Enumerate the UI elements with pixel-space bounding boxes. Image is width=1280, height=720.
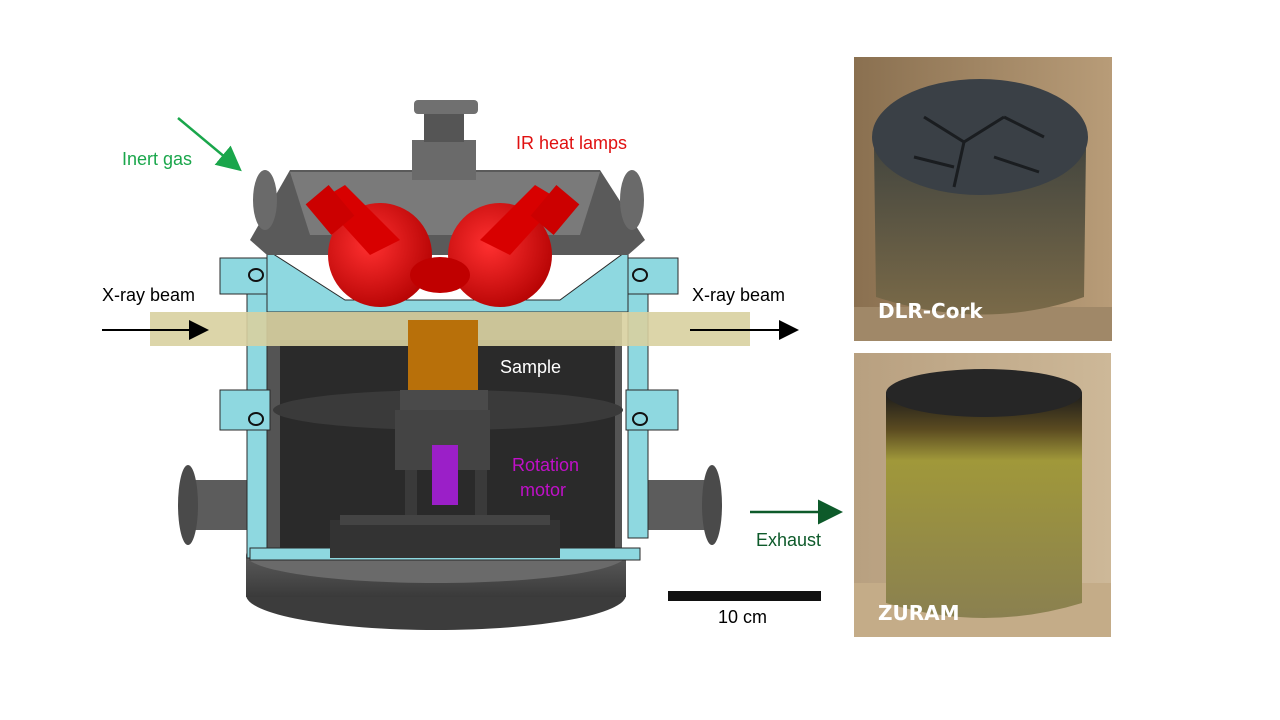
inert-gas-arrow: [177, 117, 242, 172]
rotation-motor: [330, 410, 560, 558]
sample-label: Sample: [500, 357, 562, 377]
ir-lamps: [305, 185, 580, 307]
zuram-label: ZURAM: [878, 601, 960, 625]
rotation-motor-label-line1: Rotation: [512, 455, 580, 475]
dlr-cork-photo: DLR-Cork: [854, 57, 1112, 341]
sample: [408, 320, 478, 392]
chamber-dome: [250, 100, 645, 255]
xray-beam-in-label: X-ray beam: [102, 285, 196, 305]
rotation-motor-label-line2: motor: [520, 480, 567, 500]
xray-beam-out-label: X-ray beam: [692, 285, 786, 305]
inert-gas-label: Inert gas: [122, 149, 193, 169]
ir-heat-lamps-label: IR heat lamps: [516, 133, 628, 153]
scale-bar-label: 10 cm: [718, 607, 768, 627]
exhaust-label: Exhaust: [756, 530, 822, 550]
zuram-image: [854, 353, 1111, 637]
left-port: [178, 465, 250, 545]
scale-bar: [668, 591, 821, 601]
zuram-photo: ZURAM: [854, 353, 1111, 637]
dlr-cork-image: [854, 57, 1112, 341]
dlr-cork-label: DLR-Cork: [878, 299, 983, 323]
bolt-holes: [248, 268, 648, 426]
